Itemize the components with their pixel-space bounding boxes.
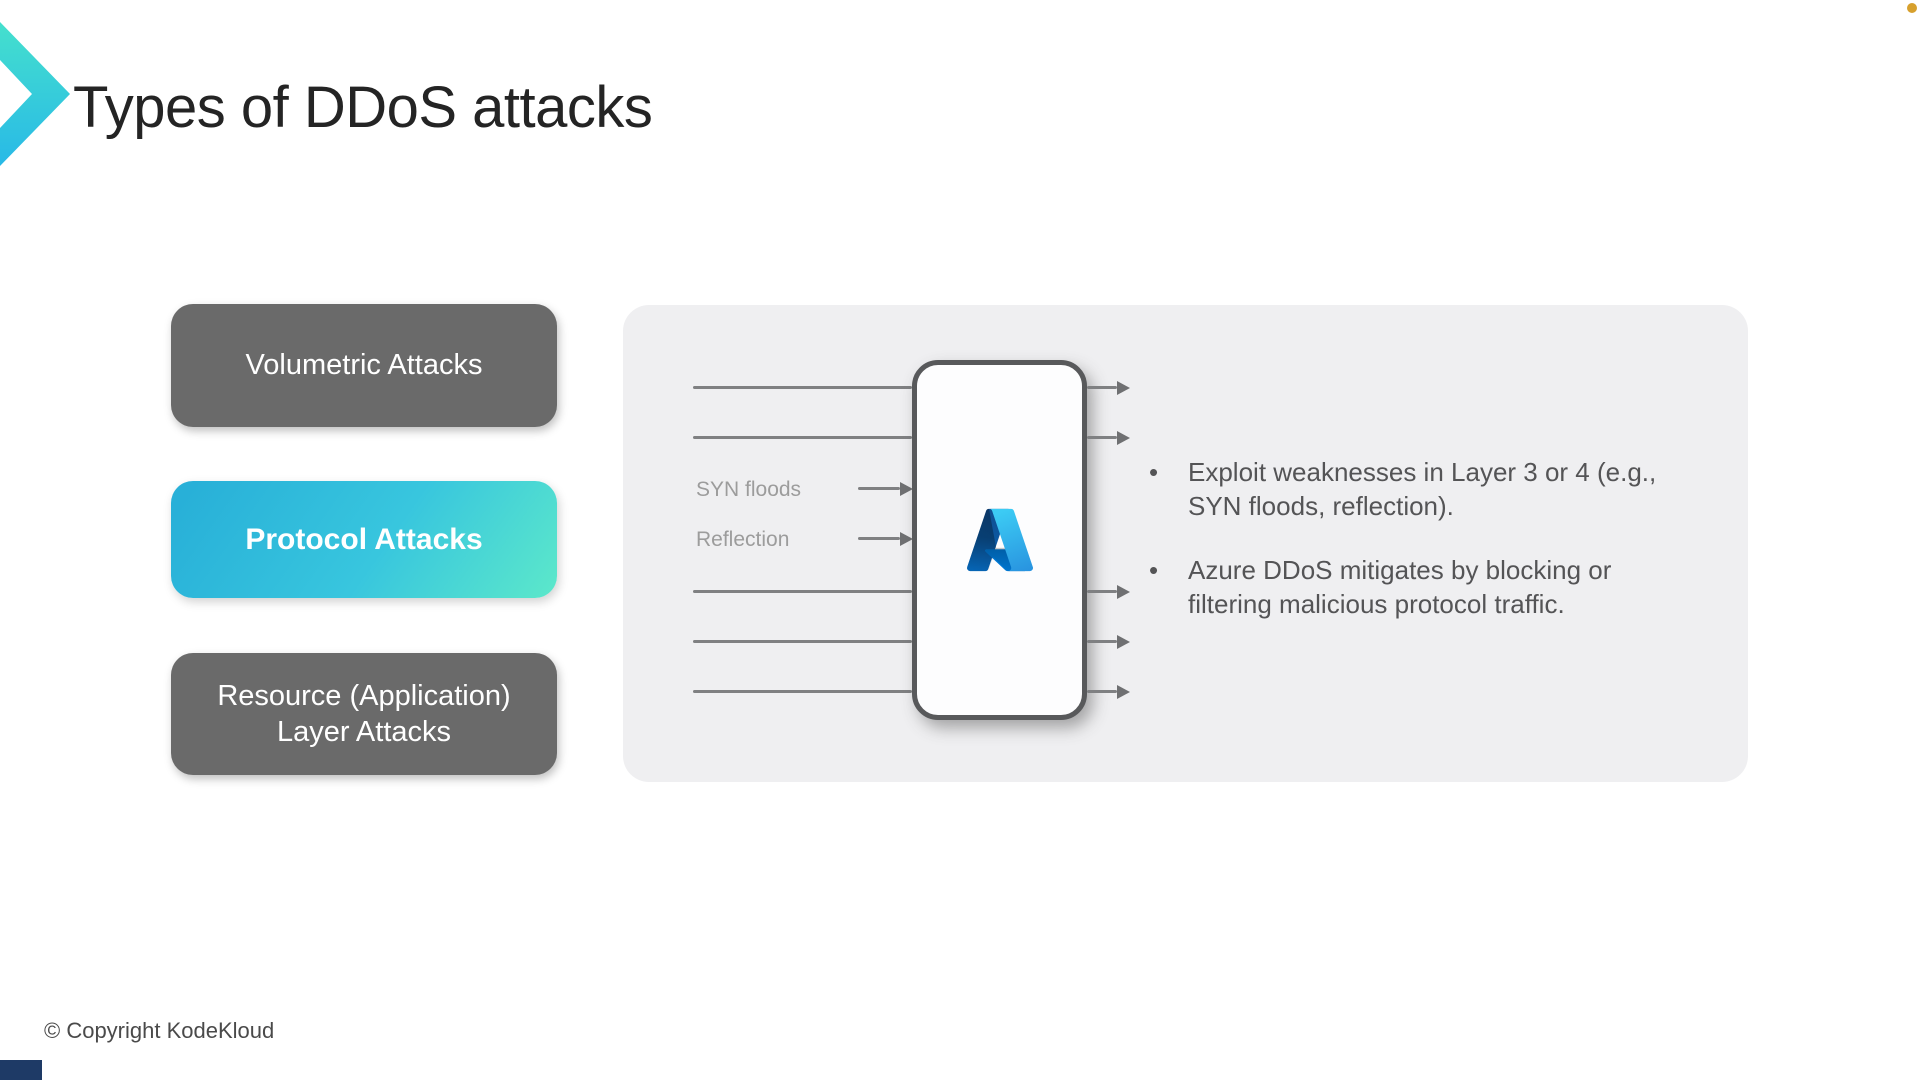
corner-dot [1907,3,1917,13]
outflow-arrow-line [1087,436,1117,439]
azure-logo-icon [966,508,1033,572]
chevron-shape [0,22,70,166]
diagram-panel: SYN floods Reflection [623,305,1748,782]
corner-accent [0,1060,42,1080]
kodekloud-chevron-logo [0,22,70,166]
azure-ddos-box [912,360,1087,720]
syn-floods-arrow-head-icon [900,482,913,496]
button-label: Protocol Attacks [245,522,483,556]
page-title: Types of DDoS attacks [73,75,653,140]
volumetric-attacks-button[interactable]: Volumetric Attacks [171,304,557,427]
outflow-arrow-head-icon [1117,635,1130,649]
button-label: Volumetric Attacks [245,349,483,382]
copyright-notice: © Copyright KodeKloud [44,1018,275,1043]
outflow-arrow-line [1087,590,1117,593]
button-label: Resource (Application) Layer Attacks [217,679,511,748]
bullet-item: • Exploit weaknesses in Layer 3 or 4 (e.… [1143,455,1703,523]
outflow-arrow-head-icon [1117,685,1130,699]
flow-label-syn-floods: SYN floods [696,478,802,501]
inflow-line [693,386,912,389]
inflow-line [693,590,912,593]
flow-label-reflection: Reflection [696,528,790,551]
outflow-arrow-head-icon [1117,431,1130,445]
reflection-arrow-line [858,537,900,540]
inflow-line [693,690,912,693]
outflow-arrow-line [1087,640,1117,643]
outflow-arrow-head-icon [1117,585,1130,599]
protocol-attacks-button[interactable]: Protocol Attacks [171,481,557,598]
inflow-line [693,436,912,439]
bullet-marker: • [1149,457,1159,487]
reflection-arrow-head-icon [900,532,913,546]
bullet-item: • Azure DDoS mitigates by blocking or fi… [1143,553,1703,621]
bullet-text: Azure DDoS mitigates by blocking or filt… [1188,555,1612,619]
bullet-list: • Exploit weaknesses in Layer 3 or 4 (e.… [1143,455,1703,651]
outflow-arrow-head-icon [1117,381,1130,395]
bullet-text: Exploit weaknesses in Layer 3 or 4 (e.g.… [1188,457,1657,521]
syn-floods-arrow-line [858,487,900,490]
outflow-arrow-line [1087,690,1117,693]
bullet-marker: • [1149,555,1159,585]
inflow-line [693,640,912,643]
resource-layer-attacks-button[interactable]: Resource (Application) Layer Attacks [171,653,557,775]
outflow-arrow-line [1087,386,1117,389]
